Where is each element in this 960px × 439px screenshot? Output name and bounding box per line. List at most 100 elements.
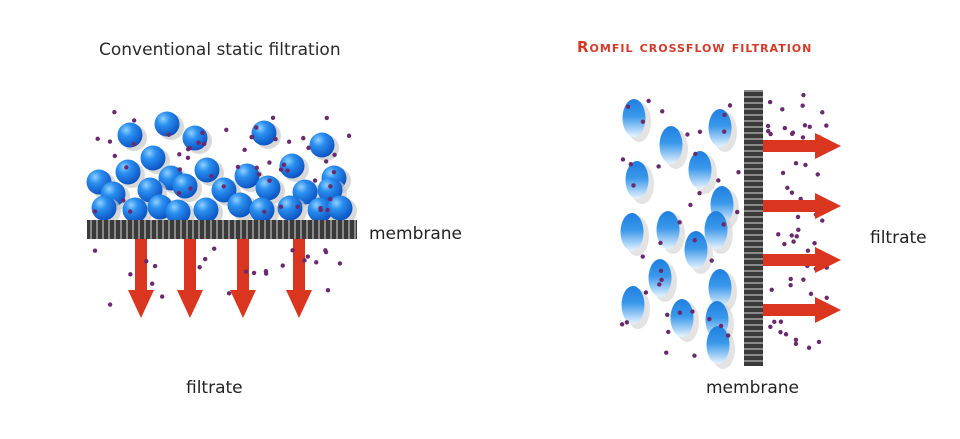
down-arrow [230, 239, 256, 318]
left-panel-title: Conventional static filtration [99, 40, 341, 60]
small-particle [337, 261, 343, 266]
large-particle [227, 192, 253, 218]
small-particle [802, 123, 808, 128]
large-particle [327, 195, 353, 221]
small-particle [295, 204, 300, 209]
large-particle [625, 161, 649, 199]
small-particle [766, 128, 771, 134]
small-particle [159, 294, 165, 299]
small-particle [782, 125, 788, 131]
down-arrow [177, 239, 203, 318]
small-particle [619, 322, 625, 327]
small-particle [314, 260, 319, 265]
large-particle [154, 111, 180, 137]
small-particle [124, 165, 129, 170]
small-particle [278, 204, 284, 210]
small-particle [665, 312, 670, 317]
large-particle [704, 211, 728, 249]
small-particle [795, 214, 801, 220]
small-particle [658, 268, 664, 273]
small-particle [278, 167, 284, 172]
small-particle [331, 169, 337, 175]
small-particle [149, 281, 155, 286]
small-particle [820, 218, 825, 223]
large-particle [656, 211, 680, 249]
small-particle [640, 254, 645, 259]
small-particle [92, 209, 98, 214]
small-particle [659, 277, 664, 283]
small-particle [793, 161, 799, 166]
small-particle [325, 288, 331, 293]
large-particle [708, 269, 732, 307]
right-panel-title: Romfil crossflow filtration [577, 38, 813, 56]
small-particle [188, 186, 193, 191]
small-particle [628, 162, 633, 167]
large-particle [309, 132, 335, 158]
small-particle [789, 131, 795, 137]
right-arrow [763, 247, 841, 273]
small-particle [664, 350, 669, 355]
large-particle [91, 195, 117, 221]
small-particle [185, 155, 191, 160]
small-particle [722, 112, 727, 118]
small-particle [772, 319, 777, 324]
small-particle [112, 153, 118, 159]
small-particle [801, 92, 806, 98]
large-particle [193, 197, 219, 223]
small-particle [769, 287, 774, 293]
small-particle [690, 309, 695, 314]
small-particle [95, 136, 100, 142]
small-particle [243, 269, 249, 274]
small-particle [768, 131, 773, 137]
small-particle [301, 135, 306, 141]
large-particle [706, 326, 730, 364]
small-particle [815, 172, 820, 177]
small-particle [202, 141, 207, 147]
small-particle [721, 222, 726, 227]
small-particle [808, 291, 814, 297]
small-particle [286, 139, 292, 144]
filtrate-side-arrows [763, 133, 841, 323]
small-particle [803, 162, 808, 168]
small-particle [242, 147, 247, 153]
small-particle [688, 202, 693, 208]
small-particle [685, 132, 690, 137]
large-particle [659, 126, 683, 164]
large-particle [670, 299, 694, 337]
large-particle [648, 259, 672, 297]
small-particle [812, 240, 817, 246]
small-particle [323, 248, 328, 253]
small-particle [657, 282, 662, 287]
small-particle [722, 129, 727, 134]
small-particle [235, 164, 241, 170]
small-particle [782, 241, 787, 247]
small-particle [727, 103, 733, 108]
small-particle [660, 109, 665, 114]
small-particle [107, 139, 113, 144]
small-particle [692, 238, 697, 243]
small-particle [768, 324, 773, 329]
passed-small-particles [92, 246, 343, 307]
small-particle [250, 134, 255, 140]
small-particle [254, 165, 259, 170]
small-particle [783, 332, 789, 337]
large-particle [140, 145, 166, 171]
small-particle [200, 130, 205, 136]
large-particle [115, 159, 141, 185]
right-membrane-label: membrane [706, 378, 800, 398]
large-particle [251, 120, 277, 146]
large-particle [194, 157, 220, 183]
small-particle [800, 103, 805, 108]
large-particle [249, 197, 275, 223]
large-particle [117, 122, 143, 148]
small-particle [328, 197, 333, 202]
small-particle [270, 115, 276, 121]
small-particle [824, 295, 829, 300]
large-particle [255, 175, 281, 201]
small-particle [666, 329, 671, 335]
small-particle [318, 207, 323, 213]
small-particle [226, 291, 232, 296]
membrane-horizontal [87, 220, 357, 239]
small-particle [221, 184, 226, 189]
